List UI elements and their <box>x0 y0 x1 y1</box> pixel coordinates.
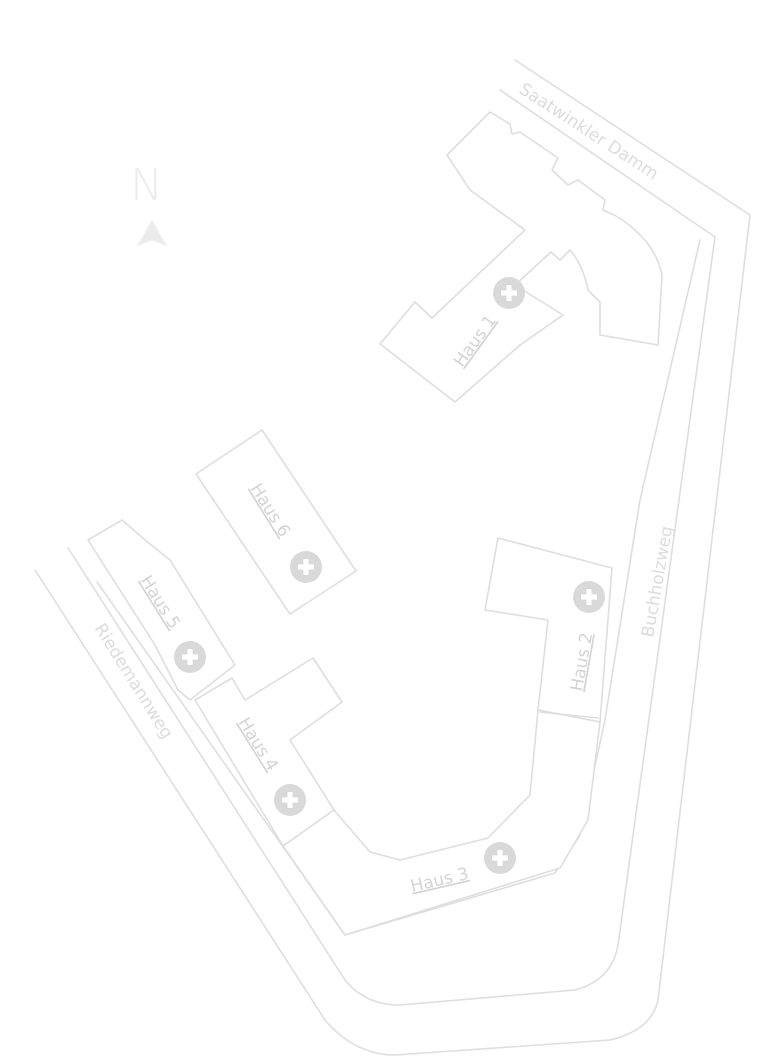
compass: N <box>130 160 167 246</box>
street-line-outer <box>34 59 751 1056</box>
plus-circle-icon[interactable] <box>174 641 206 673</box>
plus-circle-icon[interactable] <box>274 784 306 816</box>
street-label-buchholz: Buchholzweg <box>638 525 677 639</box>
street-line-middle <box>67 89 716 1006</box>
north-arrow-icon <box>137 220 167 246</box>
building-haus-3 <box>282 709 601 936</box>
plus-circle-icon[interactable] <box>493 277 525 309</box>
plus-circle-icon[interactable] <box>484 842 516 874</box>
building-divider <box>539 711 599 719</box>
north-letter: N <box>130 160 163 211</box>
plus-circle-icon[interactable] <box>290 551 322 583</box>
plus-circle-icon[interactable] <box>573 581 605 613</box>
building-haus-1 <box>379 111 663 403</box>
building-haus-2 <box>484 537 613 723</box>
buildings <box>87 111 663 936</box>
